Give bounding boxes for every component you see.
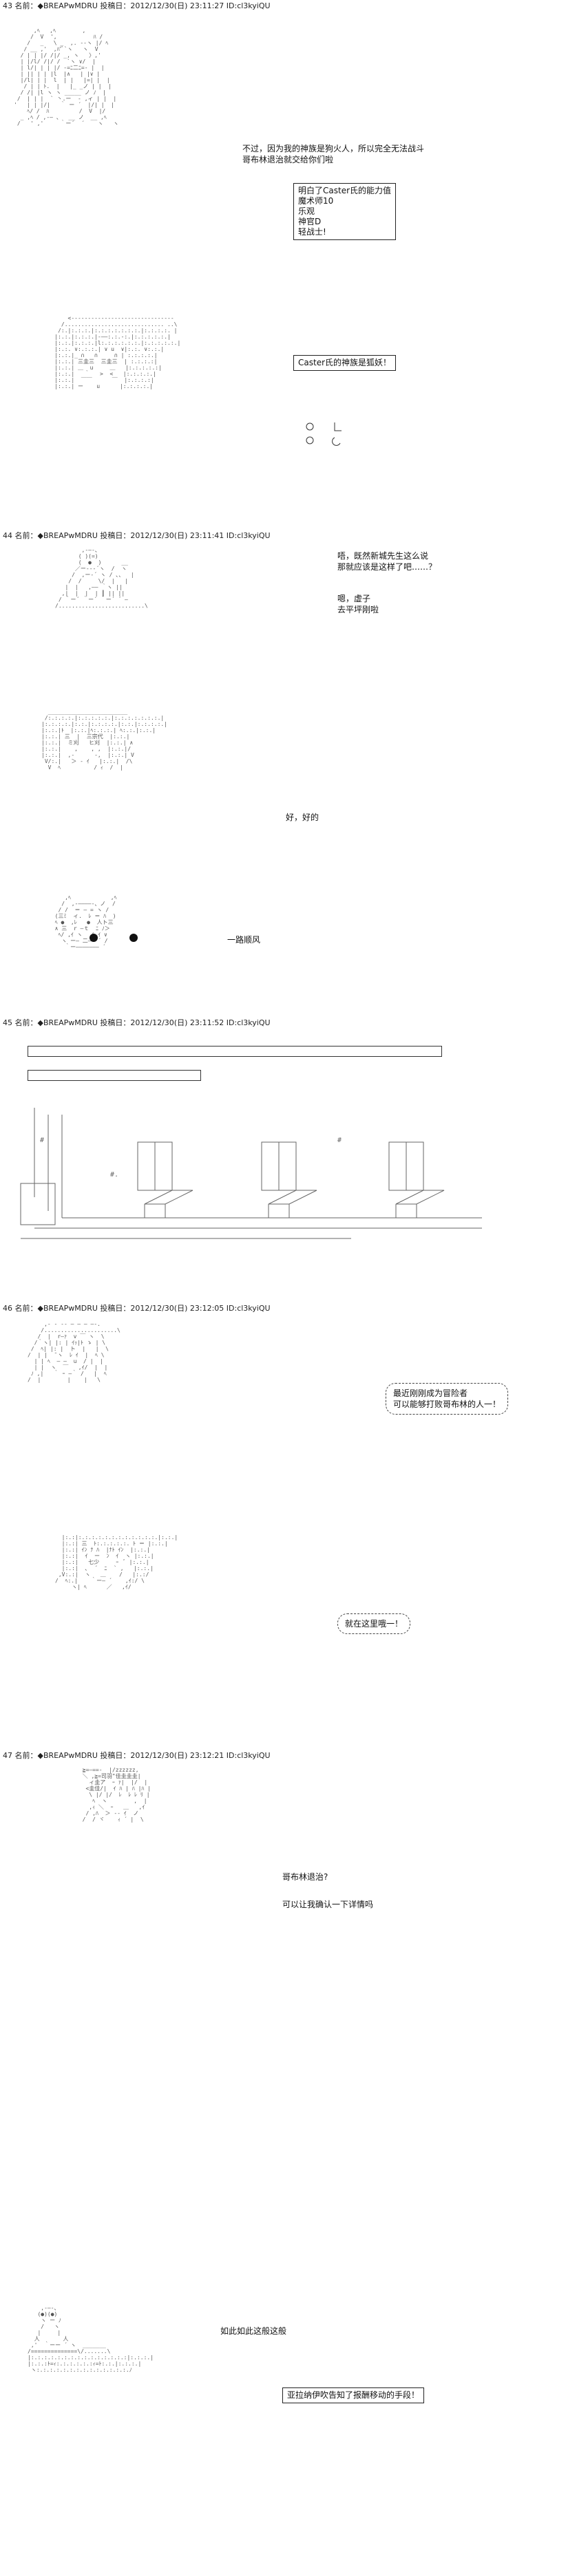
empty-narration-box-1 xyxy=(28,1046,442,1057)
empty-narration-box-2 xyxy=(28,1070,201,1081)
dialog-p43-a: 不过，因为我的神族是狗火人，所以完全无法战斗 哥布林退治就交给你们啦 xyxy=(242,144,425,164)
dialog-p44-a: 唔，既然新城先生这么说 那就应该是这样了吧……？ xyxy=(337,551,437,572)
status-box-caster: 明白了Caster氏的能力值 魔术师10 乐观 神官D 轻战士! xyxy=(293,183,397,240)
decoration-marks xyxy=(306,422,342,446)
ascii-art-mascot-bottom: ,-―-、 (●)(●) ヽ ー ﾉ / ヽ | | 人 人 ,' ｀ーー ´ … xyxy=(28,2305,154,2373)
dialog-p46-a: 最近刚刚成为冒险者 可以能够打败哥布林的人一！ xyxy=(386,1383,509,1415)
dialog-p46-b: 就在这里哦一！ xyxy=(337,1613,411,1634)
dialog-p43-b: Caster氏的神族是狐妖！ xyxy=(293,355,397,371)
eye-dot-right xyxy=(129,934,138,942)
scene-guild-interior: # #. # xyxy=(20,1108,482,1239)
ascii-art-receptionist-smile: |:.:|:.:.:.:.:.:.:.:.:.:.:.:.|:.:.| |:.:… xyxy=(55,1534,178,1590)
svg-text:#: # xyxy=(40,1137,44,1144)
post-header-47: 47 名前：◆BREAPwMDRU 投稿日：2012/12/30(日) 23:1… xyxy=(3,1751,271,1760)
dialog-p47-b: 可以让我确认一下详情吗 xyxy=(282,1900,374,1909)
post-header-45: 45 名前：◆BREAPwMDRU 投稿日：2012/12/30(日) 23:1… xyxy=(3,1018,271,1027)
eye-dot-left xyxy=(90,934,98,942)
dialog-p44-c: 好，好的 xyxy=(286,813,319,822)
dialog-p47-a: 哥布林退治? xyxy=(282,1872,328,1882)
dialog-p47-c: 如此如此这般这般 xyxy=(220,2326,287,2336)
ascii-art-nervous-girl: ________________________ /:.:.:.:.|:.:.:… xyxy=(41,709,168,771)
post-header-43: 43 名前：◆BREAPwMDRU 投稿日：2012/12/30(日) 23:1… xyxy=(3,1,271,10)
ascii-art-receptionist: ,- - -- ― ― ― ―-. /.....................… xyxy=(28,1321,120,1383)
dialog-p44-b: 嗯，虚子 去平坪刚啦 xyxy=(337,594,379,614)
svg-text:#: # xyxy=(337,1137,342,1144)
ascii-art-mascot: ,-―-、 ( )(=) ( ● ) __ ／ー--‐´ヽ / ヽ / ,ー-´… xyxy=(55,547,148,609)
svg-text:#.: #. xyxy=(110,1171,118,1179)
ascii-art-fox-girl: ,ﾍ ,ﾍ , / V ', ﾊ / / _ \ _ ,. -‐ヽ |/ ﾍ /… xyxy=(14,28,119,127)
post-header-46: 46 名前：◆BREAPwMDRU 投稿日：2012/12/30(日) 23:1… xyxy=(3,1304,271,1313)
ascii-art-smiling-girl: ,ﾍ ,ﾍ / ,-――――-、ノ / / / ＝ ― = ヽ / (三ﾐ ィ.… xyxy=(54,894,117,950)
ascii-art-surprised-girl: <------------------------------- /......… xyxy=(54,315,181,389)
dialog-p47-d: 亚拉纳伊吹告知了报酬移动的手段！ xyxy=(282,2387,425,2403)
dialog-p44-d: 一路顺风 xyxy=(227,935,261,945)
post-header-44: 44 名前：◆BREAPwMDRU 投稿日：2012/12/30(日) 23:1… xyxy=(3,531,271,540)
ascii-art-spiky-hair-boy: ≧=―==‐ |/zzzzzz, ＼ ,≧=司羽"佳圭圭圭| ィ圭ア ｰ ｧ| … xyxy=(82,1767,151,1823)
